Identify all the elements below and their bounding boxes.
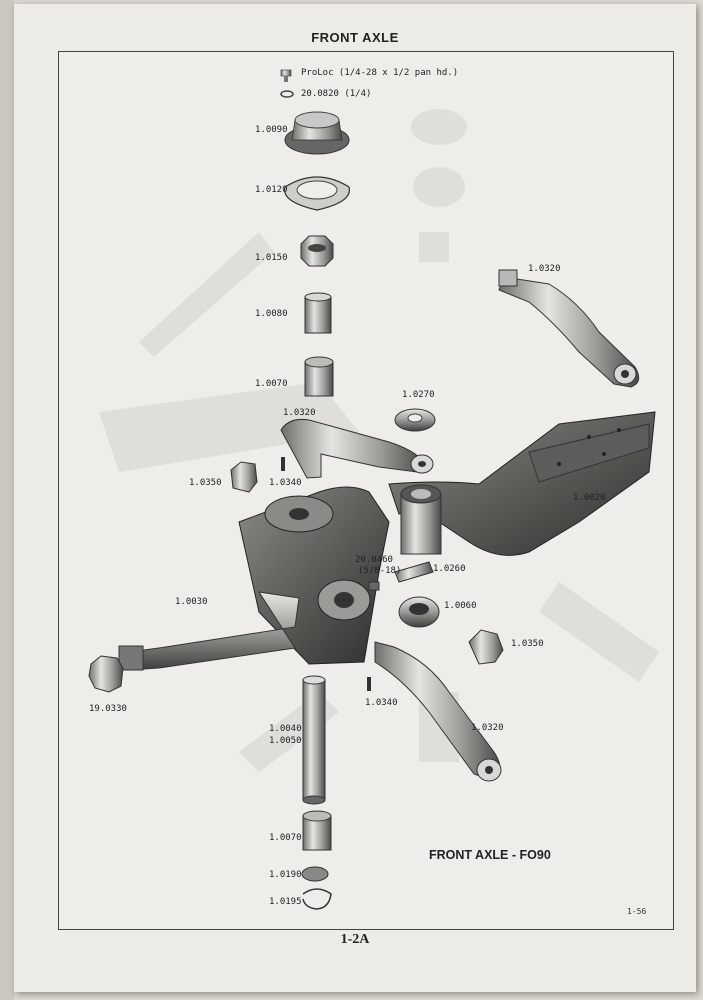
figure-page-ref: 1-56 <box>627 907 647 916</box>
label-1-0070-top: 1.0070 <box>255 379 288 389</box>
label-20-0460: 20.0460 <box>355 555 393 565</box>
label-1-0340-left: 1.0340 <box>269 478 302 488</box>
label-proloc: ProLoc (1/4-28 x 1/2 pan hd.) <box>301 68 459 78</box>
cotter-pin-left-part <box>281 457 285 471</box>
spindle-part <box>118 591 300 671</box>
page-header: FRONT AXLE <box>311 30 399 45</box>
label-20-0820: 20.0820 (1/4) <box>301 89 372 99</box>
label-1-0350-left: 1.0350 <box>189 478 222 488</box>
thrust-bearing-part <box>398 596 440 628</box>
label-1-0320-right: 1.0320 <box>528 264 561 274</box>
document-page: FRONT AXLE <box>14 4 696 992</box>
label-1-0050: 1.0050 <box>269 736 302 746</box>
page-binding-edge <box>0 0 14 1000</box>
label-1-0195: 1.0195 <box>269 897 302 907</box>
steering-arm-lower-part <box>374 641 502 782</box>
diagram-frame: ProLoc (1/4-28 x 1/2 pan hd.) 20.0820 (1… <box>58 51 674 930</box>
expansion-plug-part <box>301 866 329 882</box>
bearing-cap-part <box>284 111 350 155</box>
bushing-part <box>304 356 334 397</box>
cotter-pin-lower-part <box>367 677 371 691</box>
label-1-0120: 1.0120 <box>255 185 288 195</box>
spindle-nut-part <box>88 655 124 693</box>
snap-ring-part <box>302 888 332 910</box>
label-1-0150: 1.0150 <box>255 253 288 263</box>
label-1-0060: 1.0060 <box>444 601 477 611</box>
castle-nut-part <box>300 235 334 267</box>
king-pin-part <box>302 675 326 805</box>
axle-boss-part <box>400 484 442 555</box>
thrust-washer-part <box>394 408 436 432</box>
label-1-0090: 1.0090 <box>255 125 288 135</box>
label-1-0070-low: 1.0070 <box>269 833 302 843</box>
label-1-0260: 1.0260 <box>433 564 466 574</box>
exploded-view-drawing <box>88 69 659 910</box>
label-1-0350-right: 1.0350 <box>511 639 544 649</box>
label-20-0460-size: (5/8-18) <box>358 566 402 576</box>
label-1-0320-mid: 1.0320 <box>283 408 316 418</box>
steering-arm-upper-right-part <box>498 269 640 388</box>
axle-beam-part <box>388 411 656 556</box>
castle-nut-left-part <box>230 461 258 493</box>
bolt-part <box>368 581 380 591</box>
label-1-0340-low: 1.0340 <box>365 698 398 708</box>
label-1-0320-low: 1.0320 <box>471 723 504 733</box>
label-1-0030: 1.0030 <box>175 597 208 607</box>
page-footer: 1-2A <box>340 932 370 947</box>
lock-washer-part <box>280 90 294 98</box>
label-1-0270: 1.0270 <box>402 390 435 400</box>
ghost-shape <box>411 109 467 145</box>
gasket-part <box>284 176 350 211</box>
label-1-0040: 1.0040 <box>269 724 302 734</box>
label-1-0020: 1.0020 <box>573 493 606 503</box>
castle-nut-right-part <box>468 629 504 665</box>
label-1-0080: 1.0080 <box>255 309 288 319</box>
label-1-0190: 1.0190 <box>269 870 302 880</box>
bushing-lower-part <box>302 810 332 851</box>
label-19-0330: 19.0330 <box>89 704 127 714</box>
steering-arm-mid-part <box>280 419 434 479</box>
proloc-screw-part <box>280 69 292 82</box>
figure-caption: FRONT AXLE - FO90 <box>429 848 551 862</box>
stop-screw-part <box>394 561 434 583</box>
bushing-upper-part <box>304 292 332 334</box>
